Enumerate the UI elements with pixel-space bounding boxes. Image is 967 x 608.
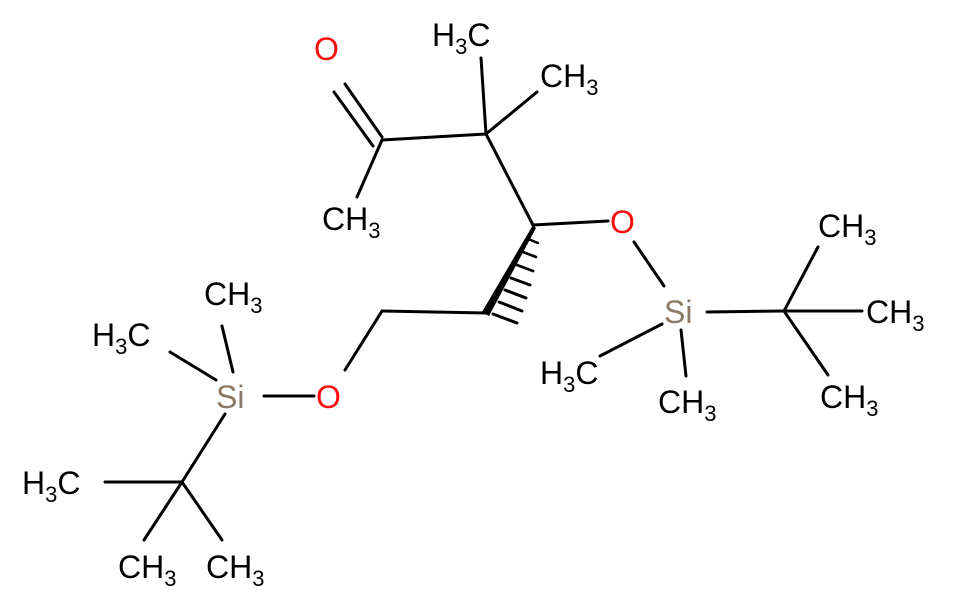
methyl-si-left-up: CH3: [204, 276, 262, 318]
silicon-right: Si: [664, 294, 692, 330]
ether-oxygen-left: O: [316, 379, 341, 415]
bond-quaternary-methyl-right: [484, 90, 539, 136]
bond-carbonyl-methyl: [355, 138, 384, 199]
bond-oxygen-silicon-right: [632, 240, 666, 288]
bond-si-right-methyl-left: [598, 322, 664, 358]
bond-stereocenter-oxygen: [531, 219, 610, 227]
bond-si-right-methyl-down: [679, 328, 688, 378]
bond-si-right-tbutyl: [705, 309, 786, 314]
ether-oxygen-right: O: [610, 204, 635, 240]
bond-quaternary-stereocenter: [484, 132, 535, 227]
stereo-wedge: [482, 225, 540, 325]
bond-ch2-ch2: [380, 309, 488, 315]
methyl-quaternary-right: CH3: [540, 58, 598, 100]
bond-si-left-tbutyl: [180, 412, 227, 484]
methyl-quaternary-top: H3C: [432, 17, 490, 59]
bond-tbutyl-left-down-left: [142, 480, 184, 542]
bond-co-double-b: [332, 90, 375, 148]
carbonyl-oxygen: O: [314, 31, 339, 67]
methyl-tbutyl-right-right: CH3: [866, 294, 924, 336]
bond-quaternary-methyl-up: [479, 56, 488, 136]
bond-ch2-oxygen-left: [343, 309, 384, 372]
bond-carbonyl-quaternary: [380, 132, 488, 142]
methyl-si-right-down: CH3: [658, 384, 716, 426]
methyl-tbutyl-left-bottom-left: CH3: [118, 549, 176, 591]
methyl-tbutyl-left-left: H3C: [22, 465, 80, 507]
bond-si-left-methyl-left: [168, 350, 218, 382]
bond-tbutyl-left-down-right: [180, 480, 224, 542]
methyl-tbutyl-right-bottom: CH3: [820, 379, 878, 421]
methyl-si-right-left: H3C: [540, 355, 598, 397]
bond-tbutyl-right-up: [782, 245, 820, 313]
bond-tbutyl-right-down: [782, 309, 830, 377]
bond-co-double-a: [343, 82, 384, 139]
silicon-left: Si: [216, 379, 244, 415]
atom-labels: O CH3 H3C CH3 O Si H3C CH3 CH3 CH3: [22, 17, 924, 591]
methyl-acetyl: CH3: [322, 201, 380, 243]
methyl-tbutyl-left-bottom-right: CH3: [206, 549, 264, 591]
bond-si-left-methyl-up: [220, 324, 235, 374]
methyl-si-left-left: H3C: [92, 317, 150, 359]
bonds: [103, 56, 864, 542]
methyl-tbutyl-right-top: CH3: [818, 208, 876, 250]
